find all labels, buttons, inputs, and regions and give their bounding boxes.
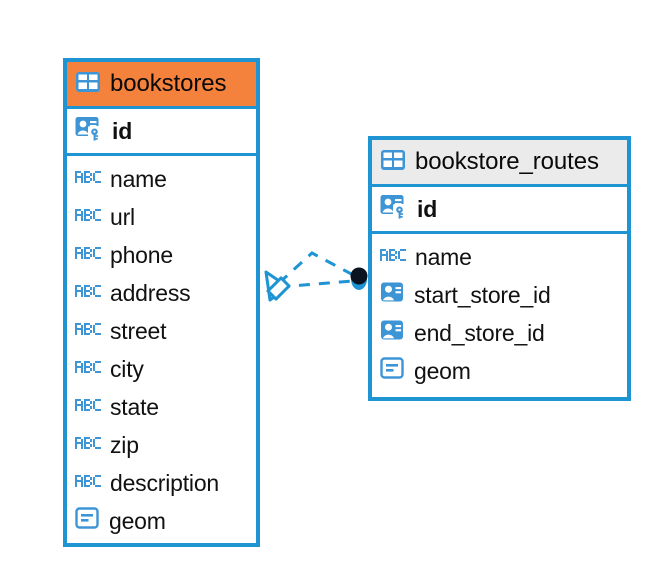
field-row-end-store-id[interactable]: end_store_id <box>372 314 627 352</box>
field-label-name: name <box>415 243 472 270</box>
field-row-address[interactable]: address <box>67 274 256 312</box>
relationship-edge-upper <box>277 251 358 285</box>
field-row-name[interactable]: name <box>372 238 627 276</box>
relationship-edge-lower <box>278 279 354 289</box>
primary-key-icon <box>380 194 408 225</box>
field-row-city[interactable]: city <box>67 350 256 388</box>
abc-text-icon <box>75 435 101 456</box>
abc-text-icon <box>75 359 101 380</box>
field-label-end-store-id: end_store_id <box>414 319 545 346</box>
entity-bookstore-routes-header[interactable]: bookstore_routes <box>372 140 627 187</box>
field-row-state[interactable]: state <box>67 388 256 426</box>
table-icon <box>75 71 101 98</box>
entity-bookstore-routes-primary-keys: id <box>372 187 627 234</box>
field-label-state: state <box>110 393 159 420</box>
field-label-url: url <box>110 203 135 230</box>
field-row-geom[interactable]: geom <box>372 352 627 390</box>
entity-bookstores-fields: name u <box>67 156 256 543</box>
entity-bookstores-title: bookstores <box>110 70 227 97</box>
field-label-name: name <box>110 165 167 192</box>
field-row-phone[interactable]: phone <box>67 236 256 274</box>
field-label-city: city <box>110 355 144 382</box>
entity-bookstore-routes[interactable]: bookstore_routes <box>368 136 631 401</box>
field-label-zip: zip <box>110 431 139 458</box>
abc-text-icon <box>75 207 101 228</box>
field-row-url[interactable]: url <box>67 198 256 236</box>
field-label-id: id <box>112 117 133 144</box>
table-icon <box>380 149 406 176</box>
field-row-street[interactable]: street <box>67 312 256 350</box>
relationship-target-marker <box>350 267 368 290</box>
geometry-icon <box>380 357 405 385</box>
field-label-address: address <box>110 279 191 306</box>
entity-bookstores[interactable]: bookstores <box>63 58 260 547</box>
foreign-key-icon <box>380 281 405 309</box>
field-row-geom[interactable]: geom <box>67 502 256 540</box>
abc-text-icon <box>75 321 101 342</box>
field-row-start-store-id[interactable]: start_store_id <box>372 276 627 314</box>
field-label-description: description <box>110 469 220 496</box>
foreign-key-icon <box>380 319 405 347</box>
entity-bookstores-primary-keys: id <box>67 109 256 156</box>
abc-text-icon <box>75 245 101 266</box>
field-label-geom: geom <box>414 357 471 384</box>
abc-text-icon <box>75 283 101 304</box>
geometry-icon <box>75 507 100 535</box>
field-label-phone: phone <box>110 241 173 268</box>
field-label-start-store-id: start_store_id <box>414 281 551 308</box>
field-row-description[interactable]: description <box>67 464 256 502</box>
abc-text-icon <box>380 247 406 268</box>
field-row-zip[interactable]: zip <box>67 426 256 464</box>
field-label-id: id <box>417 195 438 222</box>
abc-text-icon <box>75 473 101 494</box>
field-row-id[interactable]: id <box>372 187 627 231</box>
primary-key-icon <box>75 116 103 147</box>
field-label-geom: geom <box>109 507 166 534</box>
abc-text-icon <box>75 169 101 190</box>
relationship-source-marker <box>264 270 291 302</box>
field-label-street: street <box>110 317 167 344</box>
entity-bookstores-header[interactable]: bookstores <box>67 62 256 109</box>
field-row-id[interactable]: id <box>67 109 256 153</box>
entity-bookstore-routes-fields: name start_store_id <box>372 234 627 397</box>
abc-text-icon <box>75 397 101 418</box>
entity-bookstore-routes-title: bookstore_routes <box>415 148 599 175</box>
field-row-name[interactable]: name <box>67 160 256 198</box>
